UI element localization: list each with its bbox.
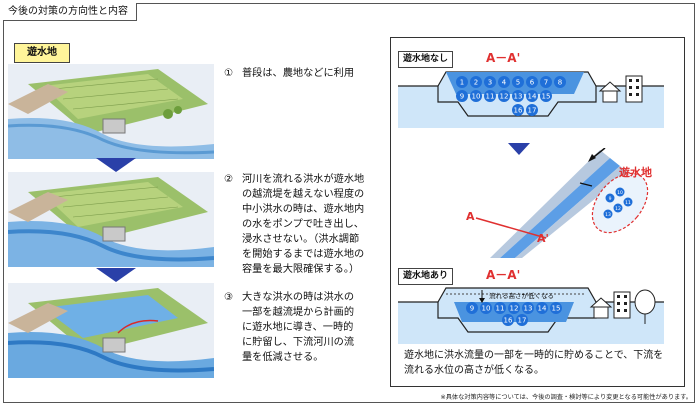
step-number: ①: [224, 68, 234, 79]
water-ball: [522, 302, 534, 314]
water-ball-label: 15: [542, 93, 551, 101]
section-title-after: A－A': [486, 268, 521, 282]
step-2: ② 河川を流れる洪水が遊水地 の越流堤を越えない程度の 中小洪水の時は、遊水地内…: [224, 172, 389, 282]
water-ball: [484, 76, 496, 88]
svg-text:13: 13: [605, 212, 611, 218]
water-ball-label: 10: [482, 305, 491, 313]
water-ball-label: 15: [552, 305, 561, 313]
water-ball-label: 4: [502, 79, 507, 87]
water-ball: [494, 302, 506, 314]
water-ball-label: 7: [544, 79, 548, 87]
water-ball: [540, 90, 552, 102]
before-tag: 遊水地なし: [398, 51, 454, 68]
svg-text:12: 12: [615, 206, 621, 212]
water-ball: [498, 90, 510, 102]
water-ball-label: 16: [504, 317, 513, 325]
section-title-before: A－A': [486, 51, 521, 65]
step-text: 河川を流れる洪水が遊水地 の越流堤を越えない程度の 中小洪水の時は、遊水地内 の…: [242, 174, 365, 275]
down-arrow-icon: [96, 268, 136, 282]
water-ball-label: 10: [472, 93, 481, 101]
water-ball: [456, 76, 468, 88]
water-ball: [470, 90, 482, 102]
cross-section-after: 9 10 11 12 13 14 15 16 17: [398, 287, 664, 344]
water-ball-label: 11: [496, 305, 505, 313]
water-ball: [508, 302, 520, 314]
lowered-note: 流れる高さが低くなる: [489, 292, 554, 300]
scene-normal: [8, 64, 214, 159]
water-ball: [526, 76, 538, 88]
footnote: ※具体な対策内容等については、今後の調査・検討等により変更となる可能性があります…: [440, 394, 692, 401]
step-text: 大きな洪水の時は洪水の 一部を越流堤から計画的 に遊水地に導き、一時的 に貯留し…: [242, 292, 355, 363]
svg-text:9: 9: [609, 196, 612, 202]
page-title: 今後の対策の方向性と内容: [3, 3, 137, 21]
section-label: 遊水地: [14, 43, 70, 63]
water-ball-label: 5: [516, 79, 520, 87]
water-ball-label: 8: [558, 79, 562, 87]
water-ball: [516, 314, 528, 326]
step-1: ① 普段は、農地などに利用: [224, 66, 384, 82]
water-ball: [536, 302, 548, 314]
water-ball-label: 1: [460, 79, 464, 87]
step-3: ③ 大きな洪水の時は洪水の 一部を越流堤から計画的 に遊水地に導き、一時的 に貯…: [224, 290, 389, 370]
step-number: ②: [224, 174, 234, 185]
water-ball: [526, 104, 538, 116]
water-ball: [480, 302, 492, 314]
water-ball-label: 12: [510, 305, 519, 313]
down-arrow-icon: [96, 158, 136, 172]
water-ball-label: 16: [514, 107, 523, 115]
plan-label-yusuichi: 遊水地: [619, 166, 652, 179]
scene-large-flood: [8, 283, 214, 378]
water-ball-label: 2: [474, 79, 478, 87]
water-ball: [512, 76, 524, 88]
water-ball-label: 6: [530, 79, 535, 87]
water-ball-label: 12: [500, 93, 509, 101]
water-ball: [540, 76, 552, 88]
water-ball: [484, 90, 496, 102]
water-ball: [498, 76, 510, 88]
water-ball-label: 11: [486, 93, 495, 101]
water-ball-label: 17: [518, 317, 527, 325]
water-ball-label: 9: [470, 305, 474, 313]
water-ball-label: 14: [528, 93, 537, 101]
water-ball: [466, 302, 478, 314]
scene-small-flood: [8, 172, 214, 267]
down-triangle-icon: [508, 143, 530, 155]
water-ball: [470, 76, 482, 88]
water-ball: [554, 76, 566, 88]
step-number: ③: [224, 292, 234, 303]
water-ball: [502, 314, 514, 326]
panel-caption: 遊水地に洪水流量の一部を一時的に貯めることで、下流を 流れる水位の高さが低くなる…: [404, 350, 664, 376]
point-a-label: A: [466, 210, 475, 223]
water-ball: [512, 104, 524, 116]
water-ball-label: 17: [528, 107, 537, 115]
water-ball-label: 13: [514, 93, 523, 101]
after-tag: 遊水地あり: [398, 268, 454, 285]
svg-text:11: 11: [625, 200, 631, 206]
water-ball-label: 3: [488, 79, 492, 87]
water-ball-label: 14: [538, 305, 547, 313]
water-ball-label: 9: [460, 93, 464, 101]
step-text: 普段は、農地などに利用: [242, 68, 355, 79]
water-ball-label: 13: [524, 305, 533, 313]
main-frame: [3, 3, 695, 403]
water-ball: [526, 90, 538, 102]
svg-text:10: 10: [617, 190, 623, 196]
comparison-panel: [390, 37, 685, 387]
water-ball: [456, 90, 468, 102]
water-ball: [512, 90, 524, 102]
point-a-prime-label: A': [537, 232, 549, 245]
water-ball: [550, 302, 562, 314]
